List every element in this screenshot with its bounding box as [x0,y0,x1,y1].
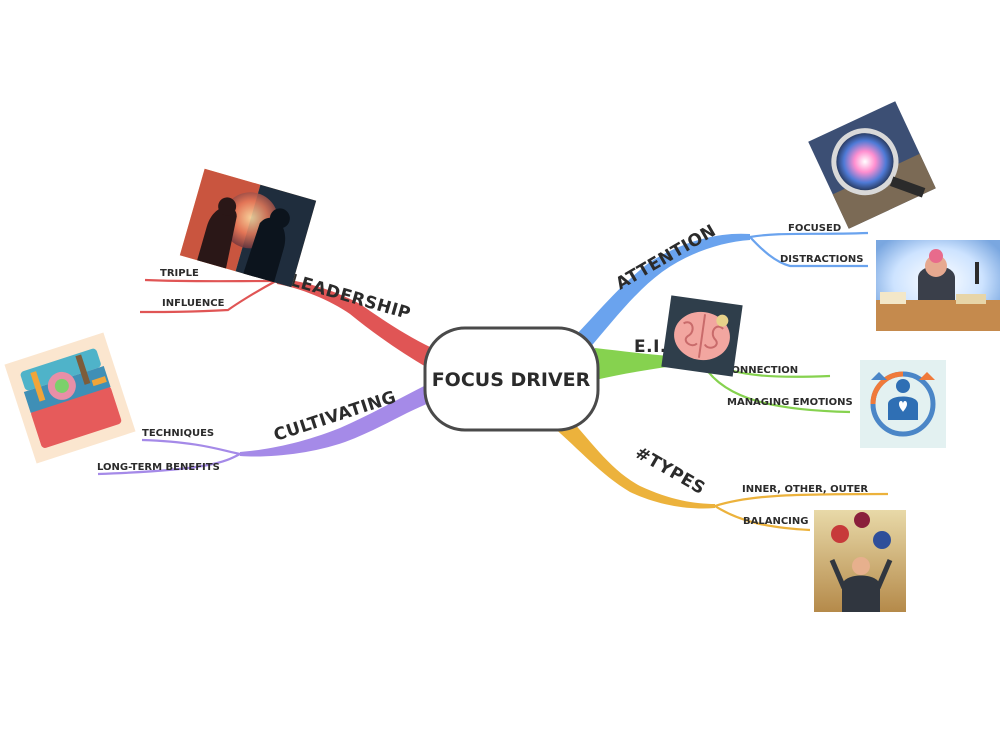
leadership-sub-curve-triple [144,278,277,283]
leader-silhouette-illustration [179,168,317,288]
leadership-branch [275,278,432,368]
ei-child-managing-emotions[interactable]: MANAGING EMOTIONS [727,397,853,408]
types-child-inner-other-outer[interactable]: INNER, OTHER, OUTER [742,484,868,495]
toolbox-brain-illustration [4,332,136,464]
cultivating-child-techniques[interactable]: TECHNIQUES [142,428,214,439]
types-sub-curve-balancing [714,505,811,532]
types-sub-curve-inner [714,492,889,508]
attention-child-distractions[interactable]: DISTRACTIONS [780,254,863,265]
branch-label-leadership[interactable]: LEADERSHIP [288,271,413,325]
attention-sub-curve-focused [749,231,869,239]
cultivating-branch [240,383,432,457]
magnifying-glass-illustration [808,101,936,229]
attention-sub-curve-distractions [749,236,868,268]
central-node[interactable] [423,326,600,432]
person-heart-icon [860,360,946,448]
cultivating-sub-curve-techniques [141,438,241,456]
branch-label-ei[interactable]: E.I. [634,337,667,357]
leadership-sub-curve-influence [139,280,277,314]
central-node-label: FOCUS DRIVER [432,369,591,391]
branch-label-attention[interactable]: ATTENTION [613,221,720,295]
distracted-man-illustration [876,240,1000,331]
types-child-balancing[interactable]: BALANCING [743,516,808,527]
attention-child-focused[interactable]: FOCUSED [788,223,841,234]
leadership-child-triple[interactable]: TRIPLE [160,268,199,279]
attention-branch [575,233,750,350]
cultivating-sub-curve-benefits [97,453,241,476]
cultivating-child-long-term-benefits[interactable]: LONG-TERM BENEFITS [97,462,220,473]
leadership-child-influence[interactable]: INFLUENCE [162,298,225,309]
ei-branch [595,348,700,380]
ei-child-connection[interactable]: CONNECTION [724,365,798,376]
brain-illustration [661,295,743,377]
juggling-businessman-illustration [814,510,906,612]
